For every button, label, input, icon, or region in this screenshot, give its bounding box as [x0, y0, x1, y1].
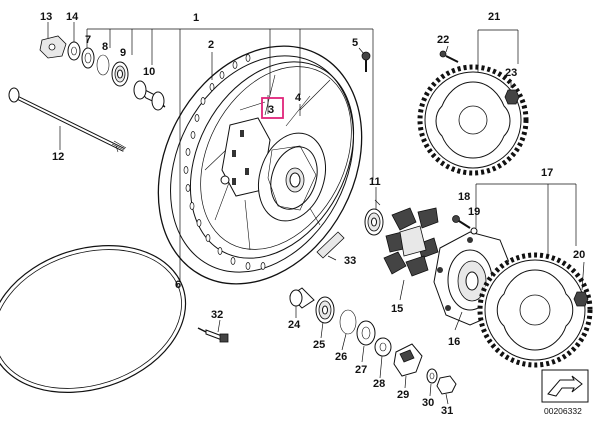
part-10-sleeve [133, 80, 166, 111]
part-9-bearing [111, 61, 129, 87]
part-25-bearing [315, 296, 335, 324]
wheel-hub [220, 117, 326, 222]
part-27-seal [356, 320, 376, 346]
label-23: 23 [505, 67, 517, 79]
label-28: 28 [373, 378, 385, 390]
label-12: 12 [52, 151, 64, 163]
part-26-circlip [339, 309, 357, 335]
label-7: 7 [85, 34, 91, 46]
label-16: 16 [448, 336, 460, 348]
label-8: 8 [102, 41, 108, 53]
part-2-wheel-rim [157, 45, 363, 285]
part-22-screw [439, 50, 459, 63]
label-1: 1 [193, 12, 199, 24]
label-5: 5 [352, 37, 358, 49]
part-11-bearing [364, 208, 384, 236]
label-26: 26 [335, 351, 347, 363]
part-19-screw [452, 215, 478, 235]
label-33: 33 [344, 255, 356, 267]
label-11: 11 [369, 176, 381, 188]
label-9: 9 [120, 47, 126, 59]
direction-arrow-icon [547, 375, 583, 397]
part-13-spacer [39, 35, 67, 59]
label-13: 13 [40, 11, 52, 23]
label-2: 2 [208, 39, 214, 51]
highlight-box-item-3 [261, 97, 284, 119]
label-32: 32 [211, 309, 223, 321]
label-17: 17 [541, 167, 553, 179]
part-32-tyre-valve [197, 327, 229, 343]
part-21-sprocket-upper [417, 64, 529, 176]
part-12-axle [8, 87, 127, 153]
part-24-sleeve [289, 287, 315, 309]
leader-lines [47, 22, 585, 405]
label-31: 31 [441, 405, 453, 417]
label-15: 15 [391, 303, 403, 315]
label-21: 21 [488, 11, 500, 23]
part-33-damper [316, 231, 345, 259]
part-17-sprocket-lower [477, 252, 593, 368]
bracket-item-1 [86, 28, 374, 280]
part-number-labels: 1 2 3 4 5 6 7 8 9 10 11 12 13 14 15 16 1… [40, 11, 585, 417]
part-30-washer [426, 368, 438, 384]
label-6: 6 [175, 279, 181, 291]
label-25: 25 [313, 339, 325, 351]
label-10: 10 [143, 66, 155, 78]
corner-legend: 00206332 [541, 369, 589, 416]
part-6-drive-belt [0, 245, 187, 393]
part-23-nut [504, 89, 520, 105]
label-20: 20 [573, 249, 585, 261]
part-20-nut [573, 291, 589, 307]
part-7-seal [81, 47, 95, 69]
label-3: 3 [268, 104, 274, 116]
label-22: 22 [437, 34, 449, 46]
label-27: 27 [355, 364, 367, 376]
part-5-screw [361, 51, 371, 72]
label-24: 24 [288, 319, 301, 331]
part-28-spacer [374, 337, 392, 357]
label-14: 14 [66, 11, 79, 23]
part-15-cush-drive-rubbers [383, 207, 439, 277]
part-29-adjuster [393, 343, 423, 377]
label-4: 4 [295, 92, 302, 104]
part-31-nut [436, 375, 457, 395]
drawing-code: 00206332 [544, 406, 582, 416]
part-8-circlip [96, 54, 110, 76]
part-14-washer [67, 41, 81, 61]
label-30: 30 [422, 397, 434, 409]
label-29: 29 [397, 389, 409, 401]
label-19: 19 [468, 206, 480, 218]
label-18: 18 [458, 191, 470, 203]
